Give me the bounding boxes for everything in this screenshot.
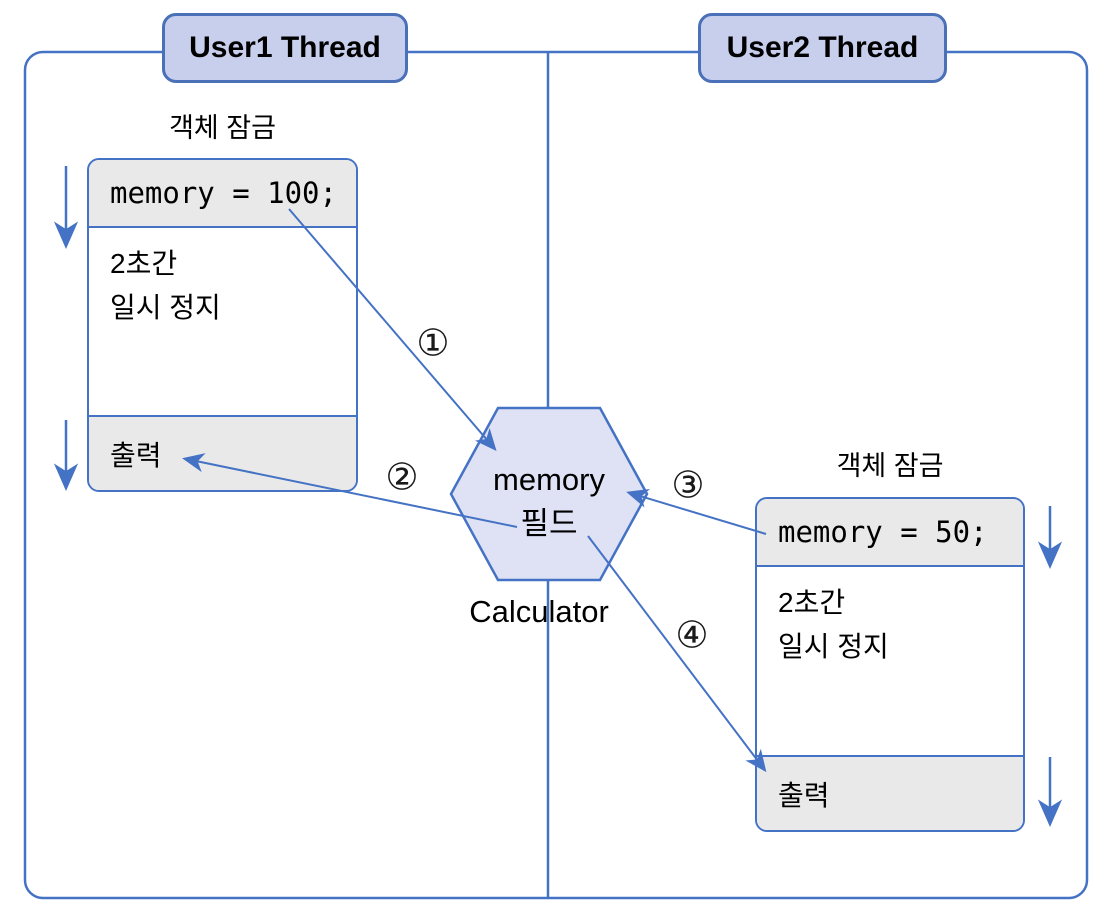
user2-code-box: memory = 50; 2초간 일시 정지 출력 bbox=[755, 497, 1025, 832]
user2-code-row: memory = 50; bbox=[757, 499, 1023, 567]
user1-output-label: 출력 bbox=[110, 439, 162, 471]
user1-code-box: memory = 100; 2초간 일시 정지 출력 bbox=[87, 158, 358, 492]
user1-thread-title: User1 Thread bbox=[189, 31, 381, 64]
user1-code-text: memory = 100; bbox=[110, 176, 337, 210]
user1-pause-line1: 2초간 bbox=[110, 248, 178, 279]
user2-lock-label: 객체 잠금 bbox=[836, 451, 944, 481]
user2-thread-box: User2 Thread bbox=[698, 13, 947, 83]
user2-pause-line2: 일시 정지 bbox=[778, 631, 889, 662]
user2-pause-row: 2초간 일시 정지 bbox=[757, 567, 1023, 755]
shared-field-line2: 필드 bbox=[520, 506, 578, 541]
user2-code-text: memory = 50; bbox=[778, 515, 988, 549]
user1-pause-line2: 일시 정지 bbox=[110, 292, 221, 323]
user1-output-row: 출력 bbox=[89, 415, 356, 490]
user2-output-label: 출력 bbox=[778, 779, 830, 811]
user1-lock-label: 객체 잠금 bbox=[169, 113, 276, 143]
user2-thread-title: User2 Thread bbox=[726, 31, 919, 64]
calculator-class-label: Calculator bbox=[469, 594, 609, 629]
step3-badge: ③ bbox=[671, 464, 705, 506]
user2-pause-line1: 2초간 bbox=[778, 587, 846, 618]
user1-code-row: memory = 100; bbox=[89, 160, 356, 228]
step2-badge: ② bbox=[385, 456, 419, 498]
user1-thread-box: User1 Thread bbox=[162, 13, 408, 83]
step4-badge: ④ bbox=[675, 614, 709, 656]
shared-field-label: memory 필드 bbox=[449, 458, 649, 546]
user1-pause-row: 2초간 일시 정지 bbox=[89, 228, 356, 415]
shared-field-line1: memory bbox=[493, 462, 605, 497]
user2-output-row: 출력 bbox=[757, 755, 1023, 830]
step1-badge: ① bbox=[416, 322, 450, 364]
